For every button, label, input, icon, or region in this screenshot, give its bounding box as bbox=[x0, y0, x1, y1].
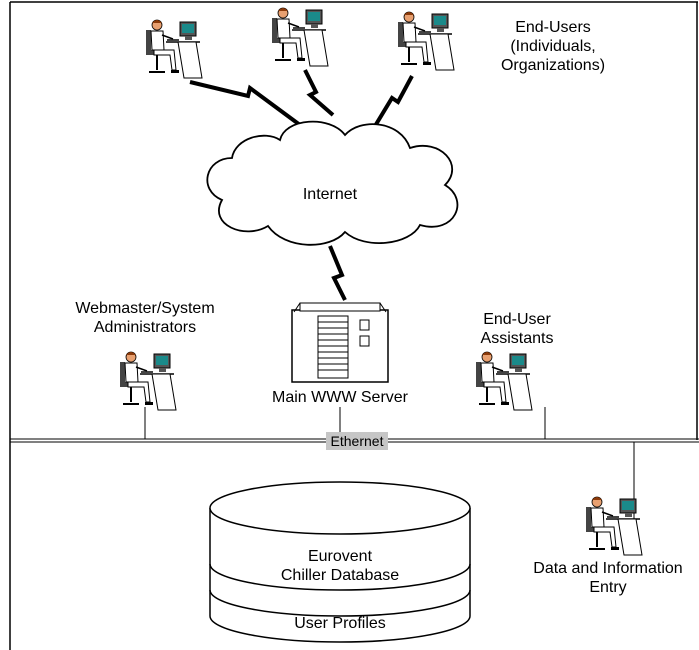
database-label-line: Eurovent bbox=[307, 548, 373, 565]
lightning-link-icon bbox=[328, 245, 347, 301]
webmaster-workstation-icon bbox=[119, 351, 177, 411]
end-user-workstation-icon bbox=[397, 11, 455, 71]
lightning-link-icon bbox=[373, 75, 414, 128]
server-label: Main WWW Server bbox=[272, 389, 408, 406]
data-entry-label: Data and Information Entry bbox=[520, 559, 696, 597]
assistants-label-line: Assistants bbox=[480, 330, 554, 347]
end-users-label-line: (Individuals, bbox=[510, 38, 596, 55]
end-users-label-line: End-Users bbox=[515, 19, 591, 36]
ethernet-label: Ethernet bbox=[326, 432, 388, 450]
end-users-label-line: Organizations) bbox=[500, 57, 606, 74]
database-label: Eurovent Chiller Database bbox=[270, 547, 410, 585]
end-user-workstation-icon bbox=[145, 19, 203, 79]
assistants-label: End-User Assistants bbox=[462, 310, 572, 348]
webmaster-label-line: Administrators bbox=[93, 319, 197, 336]
assistants-label-line: End-User bbox=[483, 311, 551, 328]
internet-cloud-icon bbox=[206, 120, 459, 246]
data-entry-label-line: Data and Information bbox=[533, 560, 683, 577]
assistant-workstation-icon bbox=[475, 351, 533, 411]
data-entry-label-line: Entry bbox=[589, 579, 627, 596]
internet-label: Internet bbox=[302, 186, 358, 203]
server-icon bbox=[291, 302, 389, 383]
database-label-line: Chiller Database bbox=[280, 567, 400, 584]
lightning-link-icon bbox=[303, 69, 335, 117]
data-entry-workstation-icon bbox=[585, 496, 643, 556]
webmaster-label: Webmaster/System Administrators bbox=[55, 299, 235, 337]
database-cylinder-icon bbox=[209, 481, 471, 643]
webmaster-label-line: Webmaster/System bbox=[75, 300, 215, 317]
end-users-label: End-Users (Individuals, Organizations) bbox=[488, 18, 618, 75]
user-profiles-label: User Profiles bbox=[294, 615, 386, 632]
end-user-workstation-icon bbox=[271, 7, 329, 67]
lightning-link-icon bbox=[189, 80, 302, 127]
